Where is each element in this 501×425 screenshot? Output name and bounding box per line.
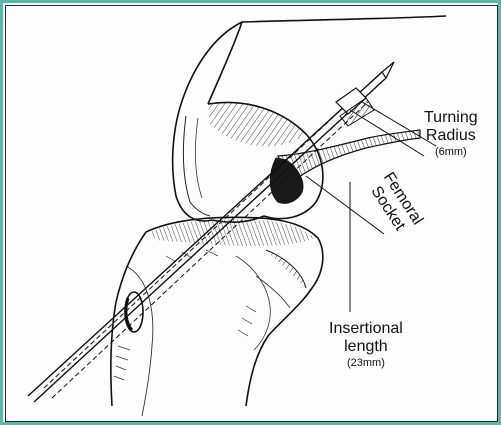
femoral-condyle-shading: [208, 102, 306, 146]
turning-radius-line1: Turning: [424, 109, 478, 127]
turning-radius-value: (6mm): [424, 146, 478, 159]
turning-radius-line2: Radius: [424, 127, 478, 145]
insertional-length-line1: Insertional: [329, 320, 403, 338]
insertional-length-value: (23mm): [329, 357, 403, 370]
illustration-panel: Turning Radius (6mm) Femoral Socket Inse…: [5, 5, 498, 422]
insertional-length-label: Insertional length (23mm): [329, 320, 403, 369]
turning-radius-label: Turning Radius (6mm): [424, 109, 478, 158]
pin-tip: [382, 62, 394, 78]
insertional-length-line2: length: [329, 338, 403, 356]
